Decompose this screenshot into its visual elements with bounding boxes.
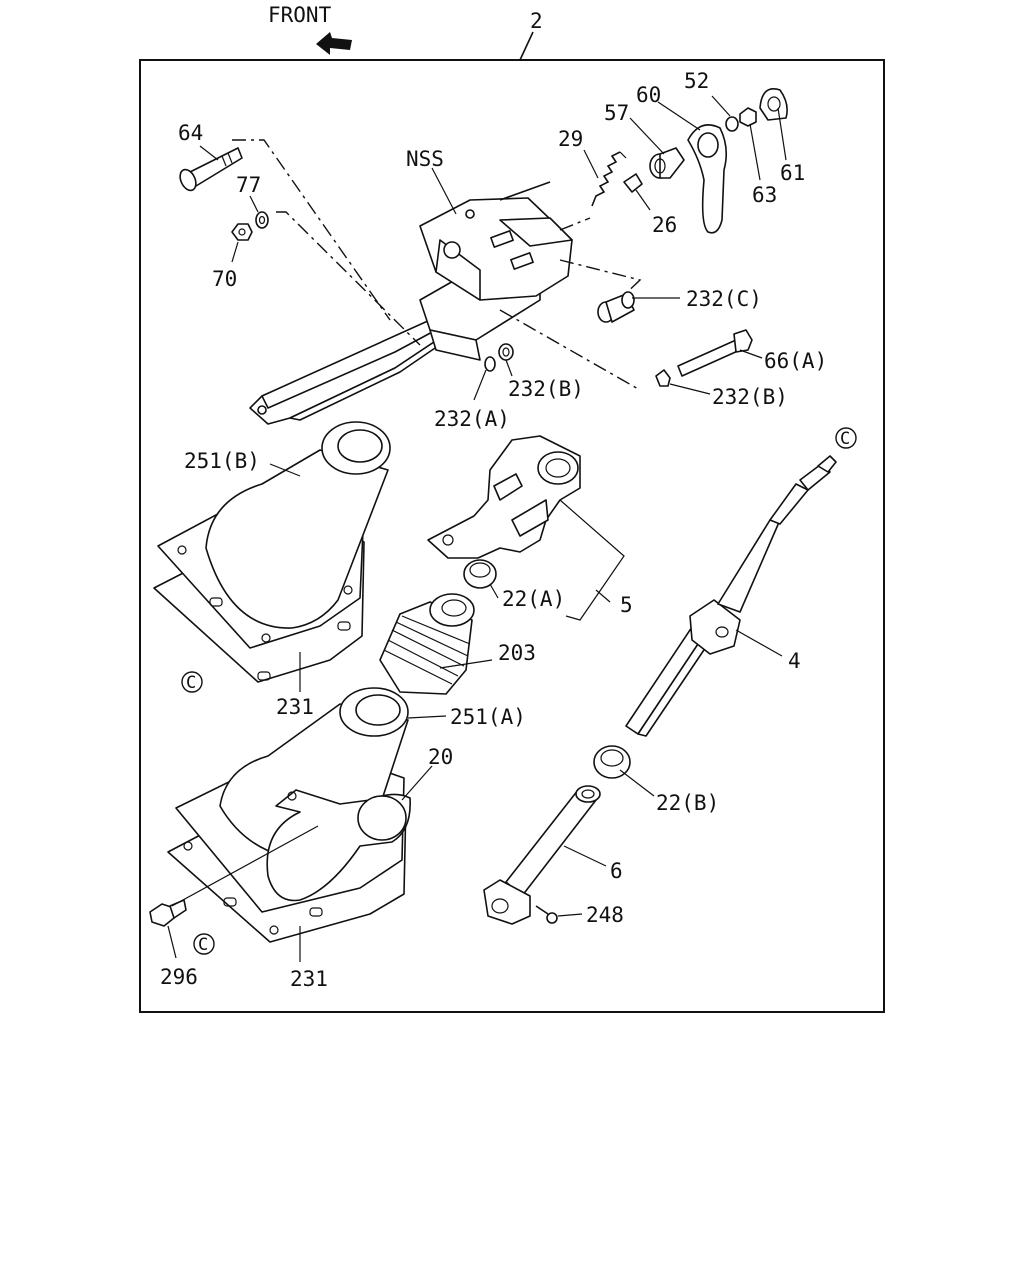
callout-251b: 251(B) <box>184 449 260 473</box>
bushing-232a <box>484 356 496 372</box>
callout-22a: 22(A) <box>502 587 565 611</box>
bushing-22b <box>593 745 631 779</box>
bushing-232c <box>597 291 635 323</box>
boot-251b <box>205 421 391 629</box>
callout-61: 61 <box>780 161 805 185</box>
callout-5: 5 <box>620 593 633 617</box>
lever-60 <box>687 124 728 234</box>
front-label: FRONT <box>268 3 332 27</box>
callout-70: 70 <box>212 267 237 291</box>
leader-296-line <box>171 825 319 907</box>
dash-line-77 <box>276 211 421 346</box>
washer-52 <box>725 116 739 132</box>
callout-nss: NSS <box>406 147 444 171</box>
svg-text:C: C <box>186 673 196 693</box>
dash-line-29 <box>559 217 591 231</box>
circle-marker-c-2: C <box>181 671 203 693</box>
front-arrow-icon <box>316 32 352 55</box>
leader-lines <box>167 95 787 962</box>
spring-29 <box>591 151 627 207</box>
callout-232b-1: 232(B) <box>508 377 584 401</box>
callout-26: 26 <box>652 213 677 237</box>
callout-296: 296 <box>160 965 198 989</box>
screw-248 <box>535 905 558 924</box>
cover-20 <box>266 789 411 902</box>
callout-232c: 232(C) <box>686 287 762 311</box>
bushing-232b-small <box>498 343 514 361</box>
bushing-22a <box>463 559 497 589</box>
callout-22b: 22(B) <box>656 791 719 815</box>
bolt-64 <box>179 147 243 192</box>
cap-61 <box>759 88 788 121</box>
callout-29: 29 <box>558 127 583 151</box>
column-housing-5 <box>427 435 581 559</box>
nut-63 <box>739 107 757 127</box>
callout-57: 57 <box>604 101 629 125</box>
dash-line-64 <box>232 139 391 321</box>
callout-231-upper: 231 <box>276 695 314 719</box>
callout-248: 248 <box>586 903 624 927</box>
callout-64: 64 <box>178 121 203 145</box>
callout-66a: 66(A) <box>764 349 827 373</box>
washer-77 <box>255 211 269 229</box>
callout-52: 52 <box>684 69 709 93</box>
lower-shaft-6 <box>483 785 601 925</box>
callout-labels: 64 77 70 NSS 29 57 60 52 61 63 26 232(C)… <box>160 69 827 991</box>
clip-26 <box>623 173 643 193</box>
circle-marker-c-1: C <box>835 427 857 449</box>
assembly-leader <box>519 31 534 61</box>
svg-text:C: C <box>198 935 208 955</box>
pedal-bracket <box>249 181 573 425</box>
svg-text:C: C <box>840 429 850 449</box>
bushing-232b-right <box>655 369 671 387</box>
callout-20: 20 <box>428 745 453 769</box>
callout-6: 6 <box>610 859 623 883</box>
callout-203: 203 <box>498 641 536 665</box>
bolt-296 <box>149 899 187 927</box>
callout-60: 60 <box>636 83 661 107</box>
callout-232a: 232(A) <box>434 407 510 431</box>
diagram-frame <box>139 59 885 1013</box>
callout-232b-2: 232(B) <box>712 385 788 409</box>
bellows-203 <box>379 593 475 695</box>
callout-251a: 251(A) <box>450 705 526 729</box>
callout-77: 77 <box>236 173 261 197</box>
nut-70 <box>231 223 253 241</box>
bolt-66a <box>677 329 753 377</box>
bushing-57 <box>649 147 685 179</box>
callout-4: 4 <box>788 649 801 673</box>
steering-shaft-4 <box>625 455 837 737</box>
callout-63: 63 <box>752 183 777 207</box>
callout-231-lower: 231 <box>290 967 328 991</box>
assembly-number: 2 <box>530 9 543 33</box>
circle-marker-c-3: C <box>193 933 215 955</box>
